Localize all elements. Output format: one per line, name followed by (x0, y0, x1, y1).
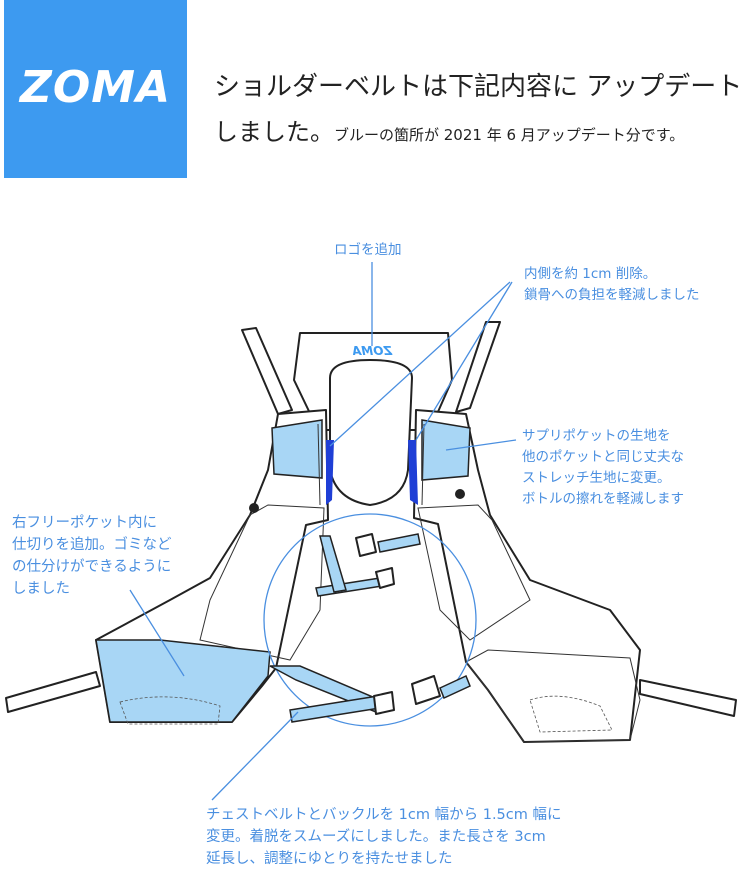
right-clip (455, 489, 465, 499)
callout-line-inner-left (329, 281, 511, 447)
lower-chest-belt-upper (315, 577, 383, 597)
left-supply-pocket (271, 419, 323, 479)
upper-buckle (355, 533, 377, 557)
left-inner-edge (326, 440, 334, 505)
callout-inner: 内側を約 1cm 削除。 鎖骨への負担を軽減しました (524, 266, 700, 303)
vest-back-logo: ZOMA (352, 344, 393, 358)
chest-belt-strap-left (319, 535, 347, 593)
callout-line-supply-pocket (445, 439, 517, 451)
header-title-line1: ショルダーベルトは下記内容に アップデート (214, 72, 740, 102)
lower-chest-belt-down (289, 695, 381, 723)
lower-left-buckle (373, 691, 395, 715)
left-free-pocket (95, 639, 271, 723)
right-front-pocket-outline (417, 504, 531, 641)
callout-line-chest-belt (211, 711, 299, 801)
upper-chest-belt (377, 533, 421, 553)
header-title-line2: しました。ブルーの箇所が 2021 年 6 月アップデート分です。 (214, 112, 684, 147)
lower-right-buckle (411, 675, 441, 705)
left-shoulder-strap (241, 327, 293, 415)
brand-logo-box: ZOMA (4, 0, 187, 178)
callout-free-pocket: 右フリーポケット内に 仕切りを追加。ゴミなど の仕分けができるように しました (12, 515, 172, 597)
callout-chest-belt: チェストベルトとバックルを 1cm 幅から 1.5cm 幅に 変更。着脱をスムー… (206, 807, 562, 867)
callout-line-inner-right (415, 281, 513, 441)
left-clip (249, 503, 259, 513)
lower-chest-belt-right (439, 674, 471, 700)
right-inner-edge (408, 440, 418, 505)
right-bottom-pocket (465, 649, 641, 743)
neck-opening (329, 359, 413, 506)
callout-supply-pocket: サプリポケットの生地を 他のポケットと同じ丈夫な ストレッチ生地に変更。 ボトル… (522, 428, 684, 507)
callout-line-free-pocket (129, 589, 185, 677)
header-line2-sub: ブルーの箇所が 2021 年 6 月アップデート分です。 (334, 126, 685, 144)
header-line2-main: しました。 (214, 118, 334, 146)
right-shoulder-strap (455, 321, 501, 413)
middle-buckle (375, 567, 395, 589)
chest-belt-highlight-circle (263, 513, 477, 727)
right-side-strap (639, 679, 737, 717)
callout-logo: ロゴを追加 (334, 242, 402, 258)
left-zipper (317, 423, 321, 506)
brand-logo-text: ZOMA (19, 62, 172, 113)
right-zipper (421, 423, 425, 506)
left-side-strap (5, 671, 101, 713)
